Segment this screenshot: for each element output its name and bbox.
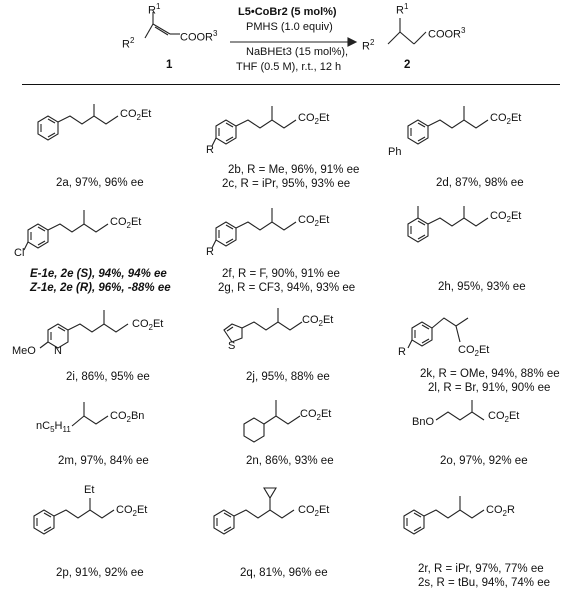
- label-2k: 2k, R = OMe, 94%, 88% ee: [420, 368, 560, 380]
- label-2e-e: E-1e, 2e (S), 94%, 94% ee: [30, 268, 167, 280]
- group-co2et-2n: CO2Et: [300, 408, 332, 423]
- group-et-2p: Et: [84, 484, 95, 496]
- label-2d: 2d, 87%, 98% ee: [436, 177, 524, 189]
- structure-2m: [71, 402, 109, 427]
- label-2o: 2o, 97%, 92% ee: [440, 455, 528, 467]
- label-2a: 2a, 97%, 96% ee: [56, 177, 144, 189]
- structure-2h: [407, 206, 489, 243]
- label-2i: 2i, 86%, 95% ee: [66, 371, 150, 383]
- substrate-ester: COOR3: [180, 29, 218, 44]
- structure-2o: [435, 400, 485, 421]
- label-2h: 2h, 95%, 93% ee: [438, 281, 526, 293]
- group-s-2j: S: [228, 340, 236, 352]
- label-2p: 2p, 91%, 92% ee: [56, 567, 144, 579]
- condition-solvent: THF (0.5 M), r.t., 12 h: [236, 61, 342, 73]
- group-co2et-2j: CO2Et: [302, 314, 334, 329]
- product-label: 2: [404, 59, 411, 71]
- group-co2et-2q: CO2Et: [298, 504, 330, 519]
- group-co2et-2i: CO2Et: [132, 318, 164, 333]
- group-co2et-2f: CO2Et: [298, 214, 330, 229]
- group-co2r-2r: CO2R: [486, 504, 515, 519]
- structure-2d: [407, 106, 489, 145]
- label-2q: 2q, 81%, 96% ee: [240, 567, 328, 579]
- structure-2p: [33, 498, 115, 535]
- structure-2r: [403, 496, 485, 535]
- structure-2i: [39, 310, 129, 349]
- structure-2e: [23, 210, 109, 251]
- label-2r: 2r, R = iPr, 97%, 77% ee: [418, 563, 544, 575]
- group-r-2k: R: [398, 346, 406, 358]
- substrate-structure: [144, 12, 180, 39]
- label-2m: 2m, 97%, 84% ee: [58, 455, 149, 467]
- structure-2j: [223, 308, 303, 343]
- group-r-2f: R: [206, 246, 214, 258]
- group-co2et-2o: CO2Et: [488, 410, 520, 425]
- group-co2et-2d: CO2Et: [490, 112, 522, 127]
- group-n-2i: N: [54, 345, 62, 357]
- structure-2k: [407, 317, 469, 349]
- label-2n: 2n, 86%, 93% ee: [246, 455, 334, 467]
- label-2b: 2b, R = Me, 96%, 91% ee: [228, 164, 360, 176]
- label-2g: 2g, R = CF3, 94%, 93% ee: [218, 282, 356, 294]
- product-r1: R1: [396, 2, 409, 17]
- label-2j: 2j, 95%, 88% ee: [246, 371, 330, 383]
- group-co2et-2e: CO2Et: [110, 216, 142, 231]
- condition-catalyst: L5•CoBr2 (5 mol%): [238, 6, 337, 18]
- product-ester: COOR3: [428, 26, 466, 41]
- substrate-r2: R2: [122, 36, 135, 51]
- structure-2q: [213, 487, 295, 535]
- substrate-label: 1: [166, 59, 173, 71]
- label-2s: 2s, R = tBu, 94%, 74% ee: [418, 577, 551, 589]
- header-rule: [22, 84, 560, 85]
- condition-silane: PMHS (1.0 equiv): [246, 21, 333, 33]
- group-r-2b: R: [206, 144, 214, 156]
- product-r2: R2: [362, 38, 375, 53]
- group-co2et-2h: CO2Et: [490, 210, 522, 225]
- label-2l: 2l, R = Br, 91%, 90% ee: [428, 382, 551, 394]
- structure-2b: [211, 106, 297, 147]
- label-2f: 2f, R = F, 90%, 91% ee: [222, 268, 340, 280]
- group-co2et-2a: CO2Et: [120, 108, 152, 123]
- structure-2a: [37, 104, 119, 141]
- group-bno-2o: BnO: [412, 416, 435, 428]
- group-co2bn-2m: CO2Bn: [110, 410, 145, 425]
- reaction-arrow: [230, 37, 358, 47]
- substrate-r1: R1: [148, 2, 161, 17]
- condition-activator: NaBHEt3 (15 mol%),: [246, 46, 349, 58]
- group-pentyl-2m: nC5H11: [36, 420, 71, 435]
- structure-2f: [211, 208, 297, 249]
- product-structure: [387, 18, 427, 45]
- group-cl-2e: Cl: [14, 247, 25, 259]
- label-2e-z: Z-1e, 2e (R), 96%, -88% ee: [30, 282, 171, 294]
- group-co2et-2k: CO2Et: [458, 344, 490, 359]
- group-co2et-2p: CO2Et: [116, 504, 148, 519]
- group-ph-2d: Ph: [388, 146, 402, 158]
- group-co2et-2b: CO2Et: [298, 112, 330, 127]
- group-meo-2i: MeO: [12, 345, 36, 357]
- structure-2n: [243, 400, 301, 443]
- label-2c: 2c, R = iPr, 95%, 93% ee: [222, 178, 351, 190]
